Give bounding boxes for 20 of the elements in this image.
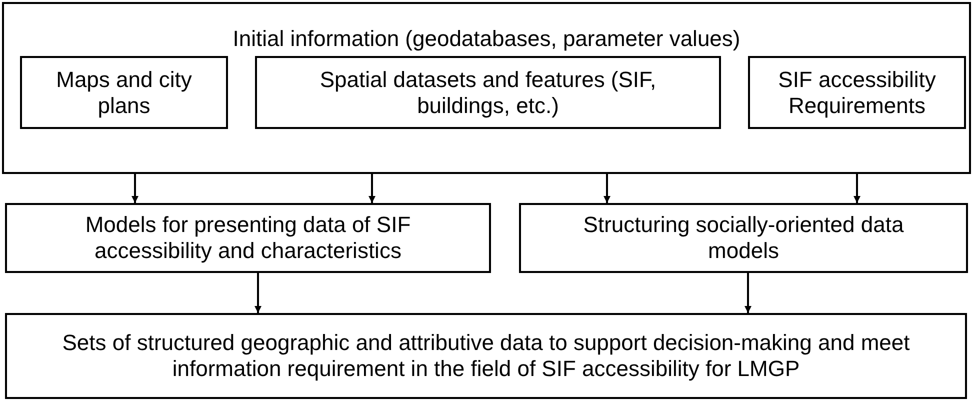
arrow xyxy=(854,174,860,203)
group-title: Initial information (geodatabases, parameter values) xyxy=(232,26,742,52)
process-box xyxy=(519,203,968,273)
process-box xyxy=(5,203,491,273)
process-box xyxy=(255,56,721,129)
process-box xyxy=(20,56,228,129)
process-box xyxy=(748,56,966,129)
arrow xyxy=(604,174,610,203)
arrow xyxy=(132,174,138,203)
box-label: Structuring socially-oriented data models xyxy=(582,212,905,264)
box-label: Models for presenting data of SIF accessibility and characteristics xyxy=(84,212,412,264)
process-box xyxy=(5,313,967,399)
box-label: SIF accessibility Requirements xyxy=(777,66,937,118)
arrow xyxy=(368,174,376,203)
arrow xyxy=(744,273,752,313)
arrow xyxy=(254,273,262,313)
box-label: Sets of structured geographic and attributive data to support decision-making and meet information requirement in the field of SIF accessibility for LMGP xyxy=(61,330,911,382)
group-box xyxy=(2,2,971,174)
box-label: Maps and city plans xyxy=(55,66,193,118)
box-label: Spatial datasets and features (SIF, buildings, etc.) xyxy=(318,66,658,118)
